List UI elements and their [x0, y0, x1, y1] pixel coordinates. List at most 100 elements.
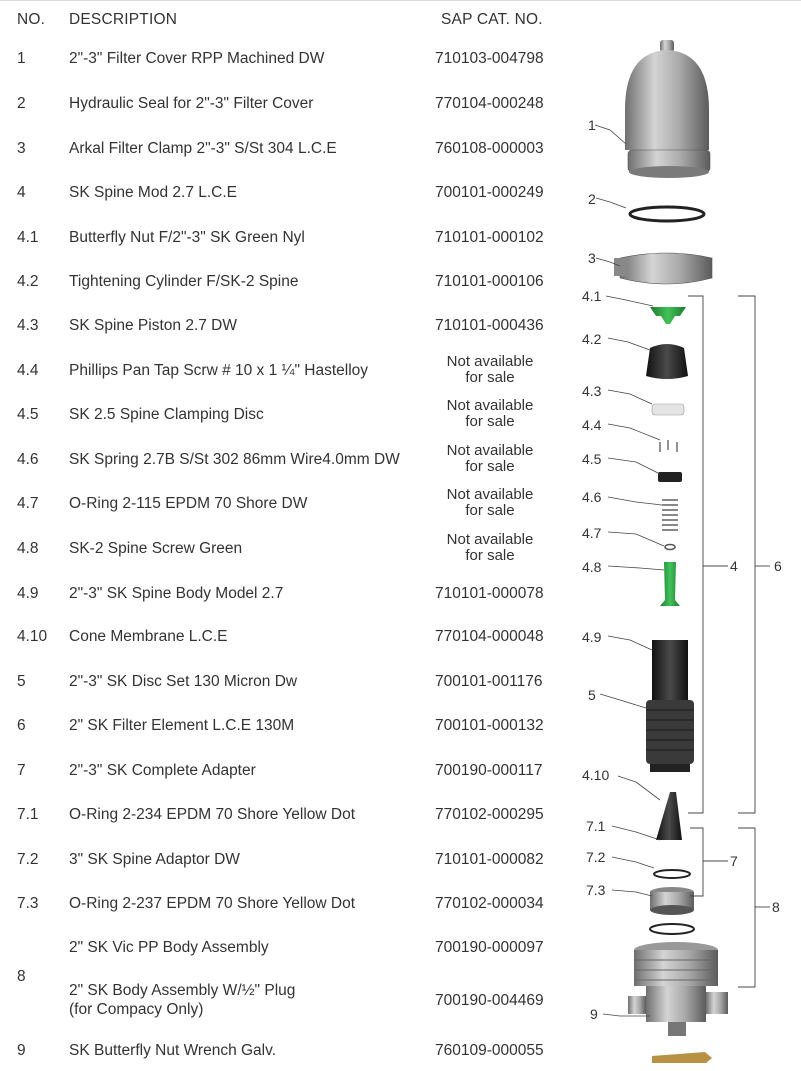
row-description: 2" SK Body Assembly W/½" Plug — [69, 982, 296, 999]
hydraulic-seal-part — [628, 205, 706, 223]
row-sap: 710101-000436 — [435, 317, 544, 334]
body-assembly-part — [628, 942, 728, 1036]
label-1: 1 — [588, 117, 596, 133]
row-no: 8 — [17, 968, 26, 985]
row-sap: 710101-000102 — [435, 229, 544, 246]
o-ring-234-part — [653, 869, 691, 879]
header-no: NO. — [17, 11, 46, 28]
row-description: 2"-3" SK Complete Adapter — [69, 762, 256, 779]
sap-line-1: Not available — [446, 442, 534, 459]
wrench-part — [652, 1052, 712, 1063]
row-no: 9 — [17, 1042, 26, 1059]
row-no: 4.4 — [17, 362, 39, 379]
row-sap: 700101-000132 — [435, 717, 544, 734]
row-sap: 770102-000295 — [435, 806, 544, 823]
row-description: SK Spine Piston 2.7 DW — [69, 317, 237, 334]
row-sap: 760108-000003 — [435, 140, 544, 157]
label-7-bracket: 7 — [730, 853, 738, 869]
label-6-bracket: 6 — [774, 558, 782, 574]
row-no: 4.2 — [17, 273, 39, 290]
label-4-7: 4.7 — [582, 525, 602, 541]
row-description: Arkal Filter Clamp 2"-3" S/St 304 L.C.E — [69, 140, 337, 157]
label-4-bracket: 4 — [730, 558, 738, 574]
row-no: 4.3 — [17, 317, 39, 334]
label-4-2: 4.2 — [582, 331, 602, 347]
sap-line-1: Not available — [446, 531, 534, 548]
row-description: 2"-3" Filter Cover RPP Machined DW — [69, 50, 325, 67]
sap-line-1: Not available — [446, 353, 534, 370]
row-no: 4.1 — [17, 229, 39, 246]
label-4-5: 4.5 — [582, 451, 602, 467]
label-7-1: 7.1 — [586, 818, 606, 834]
label-4-6: 4.6 — [582, 489, 602, 505]
header-sap: SAP CAT. NO. — [441, 11, 543, 28]
row-description: Cone Membrane L.C.E — [69, 628, 228, 645]
row-no: 4.9 — [17, 585, 39, 602]
label-8-bracket: 8 — [772, 899, 780, 915]
header-description: DESCRIPTION — [69, 11, 178, 28]
row-description: SK 2.5 Spine Clamping Disc — [69, 406, 264, 423]
row-sap: 710101-000106 — [435, 273, 544, 290]
row-no: 7.3 — [17, 895, 39, 912]
row-description: SK Spring 2.7B S/St 302 86mm Wire4.0mm D… — [69, 451, 400, 468]
butterfly-nut-part — [650, 307, 686, 324]
row-no: 4.10 — [17, 628, 48, 645]
label-4-3: 4.3 — [582, 383, 602, 399]
sap-line-2: for sale — [465, 369, 515, 386]
row-no: 4 — [17, 184, 26, 201]
spine-piston-part — [651, 403, 685, 416]
label-7-2: 7.2 — [586, 849, 606, 865]
row-sap: 710103-004798 — [435, 50, 544, 67]
row-sap: 770104-000248 — [435, 95, 544, 112]
label-4-8: 4.8 — [582, 559, 602, 575]
row-sap: 770104-000048 — [435, 628, 544, 645]
row-sap: 760109-000055 — [435, 1042, 544, 1059]
label-4-4: 4.4 — [582, 417, 602, 433]
spine-screw-part — [660, 562, 680, 606]
row-no: 7.2 — [17, 851, 39, 868]
row-sap: 700190-000117 — [435, 762, 543, 779]
row-description: O-Ring 2-234 EPDM 70 Shore Yellow Dot — [69, 806, 356, 823]
row-sap: 710101-000078 — [435, 585, 544, 602]
sap-line-2: for sale — [465, 547, 515, 564]
row-description: 2" SK Filter Element L.C.E 130M — [69, 717, 295, 734]
spine-body-disc-set-part — [646, 640, 694, 772]
tightening-cylinder-part — [646, 344, 688, 379]
top-divider — [0, 0, 801, 1]
sap-line-2: for sale — [465, 502, 515, 519]
row-no: 5 — [17, 673, 26, 690]
o-ring-small-part — [664, 543, 676, 551]
label-4-10: 4.10 — [582, 767, 609, 783]
row-description: O-Ring 2-115 EPDM 70 Shore DW — [69, 495, 308, 512]
row-sap: 700190-000097 — [435, 939, 544, 956]
row-no: 2 — [17, 95, 26, 112]
row-no: 3 — [17, 140, 26, 157]
row-description: Tightening Cylinder F/SK-2 Spine — [69, 273, 299, 290]
o-ring-237-part — [649, 923, 695, 935]
sap-line-1: Not available — [446, 486, 534, 503]
cone-membrane-part — [656, 792, 682, 840]
parts-table: NO. DESCRIPTION SAP CAT. NO. 1 2"-3" Fil… — [17, 11, 545, 1059]
row-description: Phillips Pan Tap Scrw # 10 x 1 ¼" Hastel… — [69, 362, 369, 379]
row-description: SK-2 Spine Screw Green — [69, 540, 243, 557]
row-sap: 710101-000082 — [435, 851, 544, 868]
sap-line-2: for sale — [465, 458, 515, 475]
row-sap: 700190-004469 — [435, 992, 544, 1009]
row-no: 6 — [17, 717, 26, 734]
row-description: O-Ring 2-237 EPDM 70 Shore Yellow Dot — [69, 895, 356, 912]
row-no: 7 — [17, 762, 26, 779]
row-sap: 700101-000249 — [435, 184, 544, 201]
row-no: 1 — [17, 50, 26, 67]
row-no: 4.8 — [17, 540, 39, 557]
row-sap: 700101-001176 — [435, 673, 543, 690]
row-description-line2: (for Compacy Only) — [69, 1001, 204, 1018]
row-description: 2" SK Vic PP Body Assembly — [69, 939, 269, 956]
spine-adaptor-part — [650, 887, 694, 915]
clamping-disc-part — [658, 472, 682, 482]
row-no: 4.6 — [17, 451, 39, 468]
